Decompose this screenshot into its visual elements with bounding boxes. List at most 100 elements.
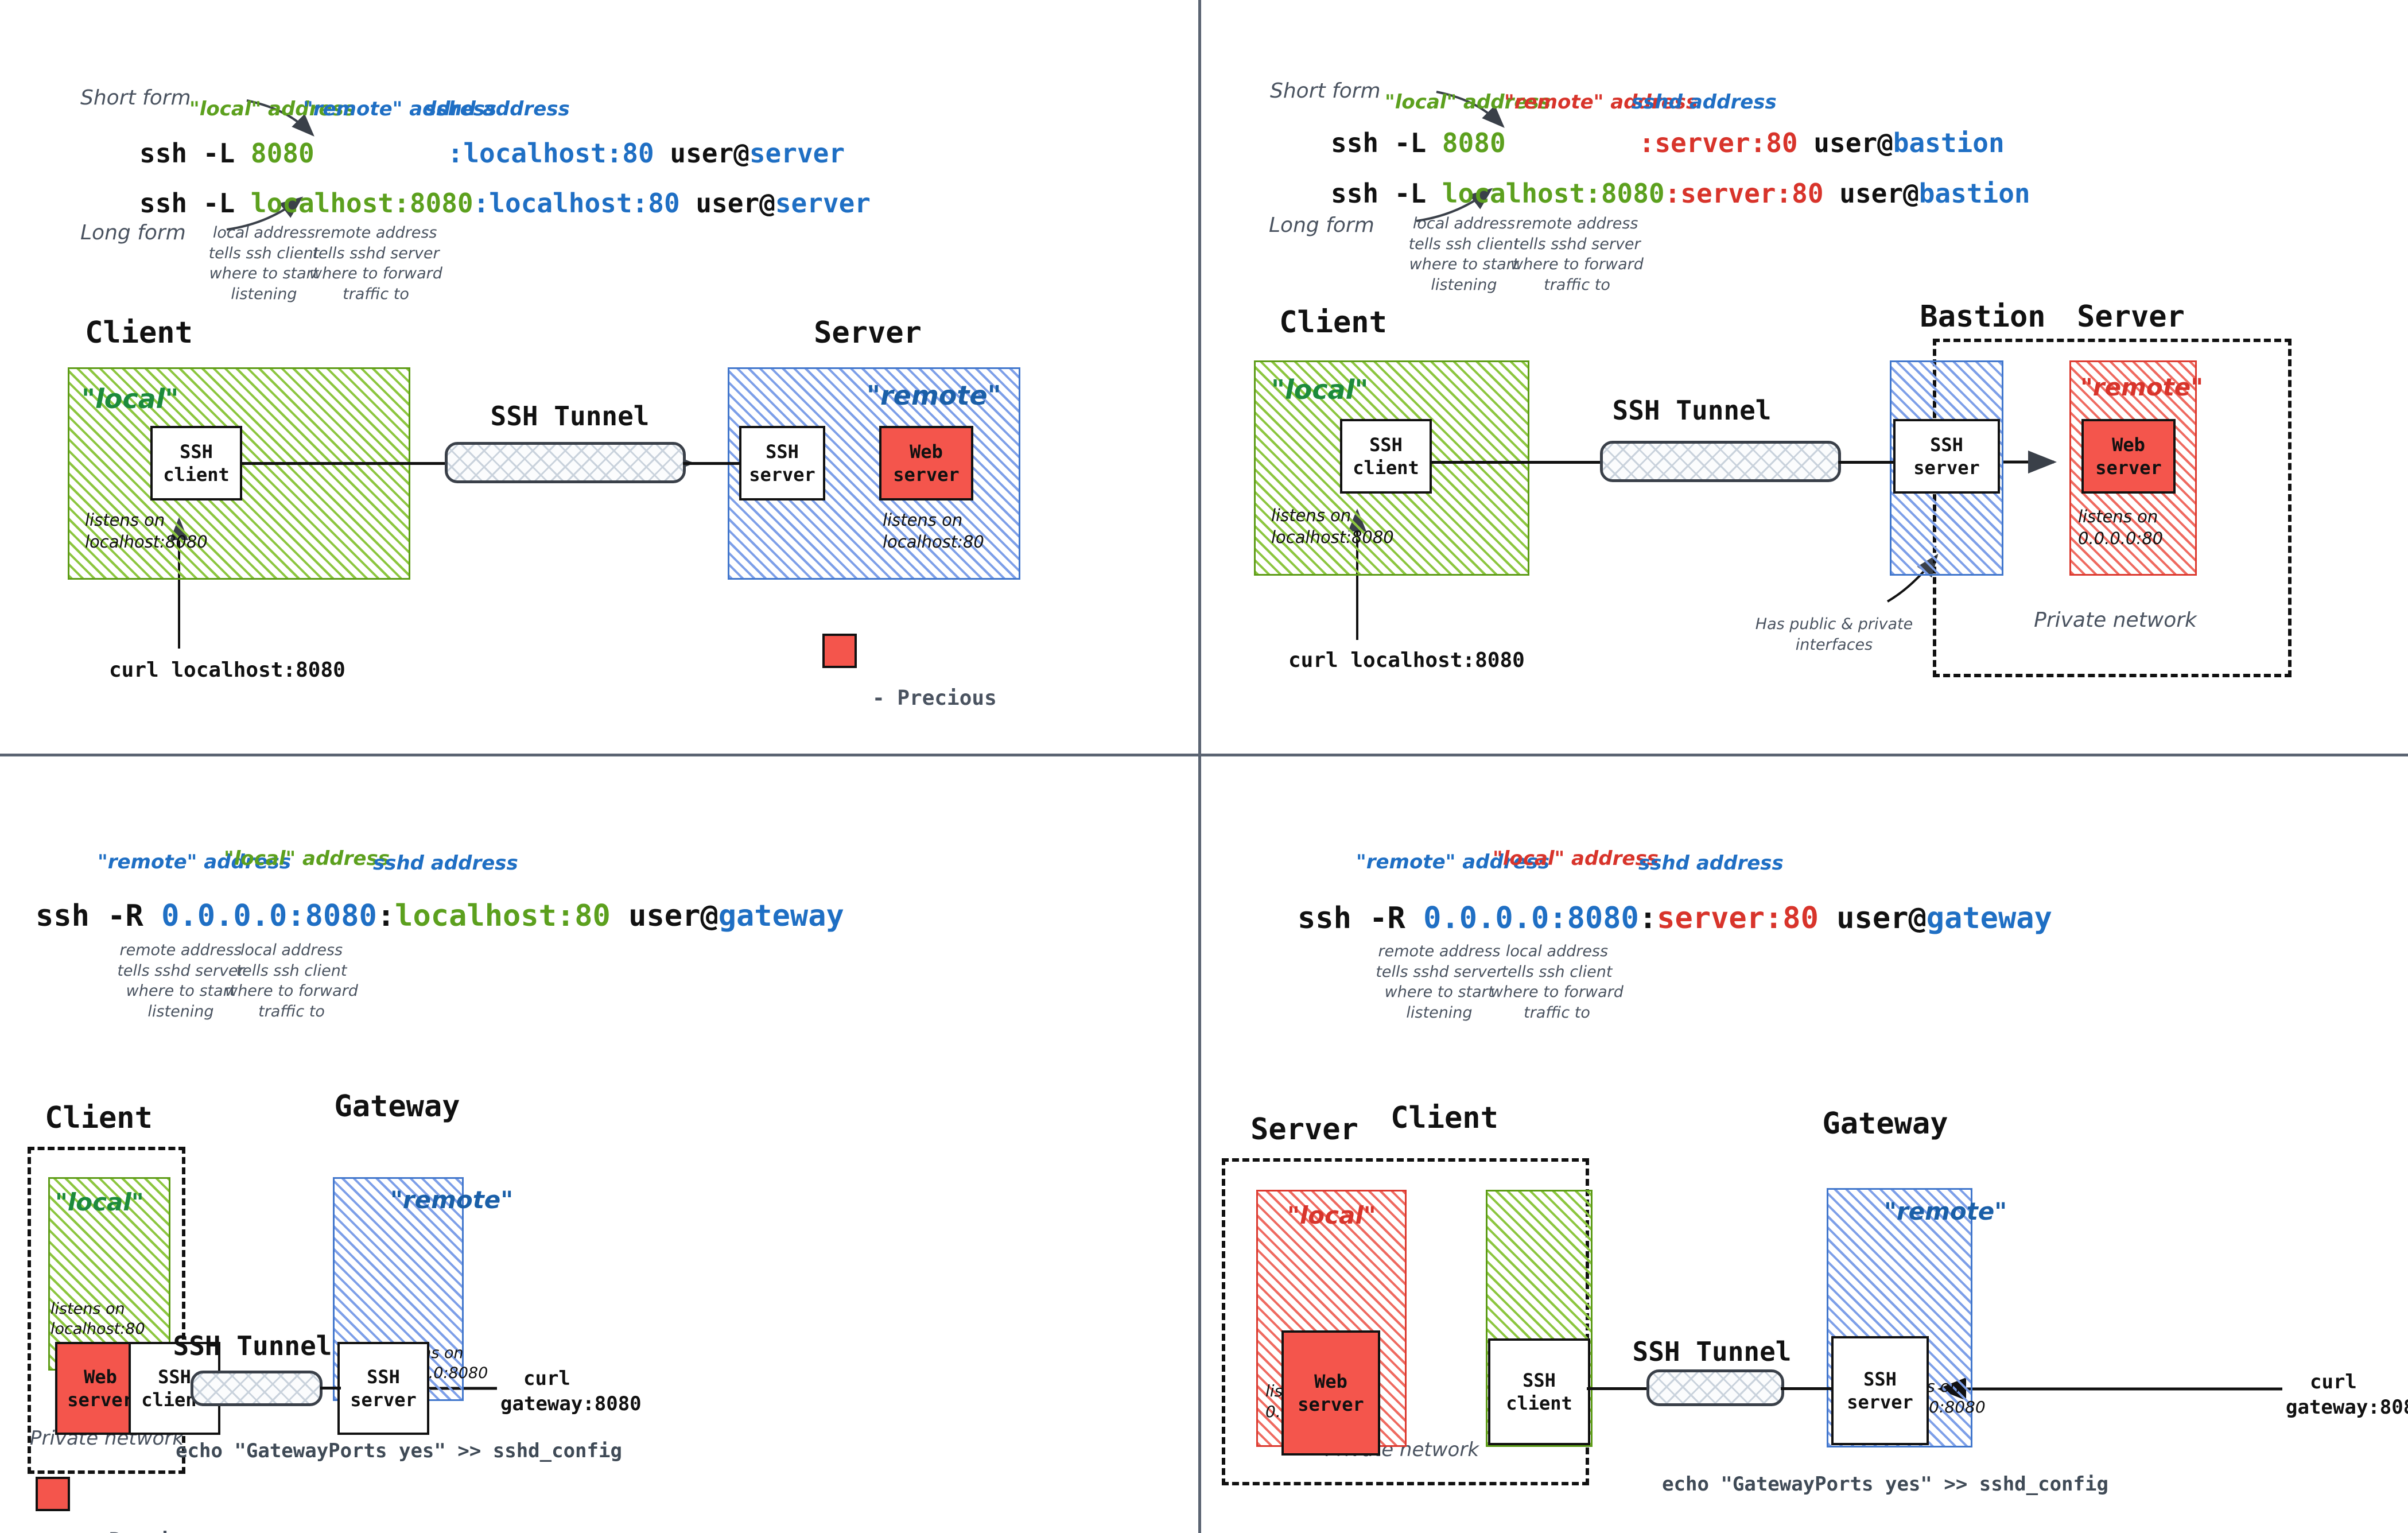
legend-line: - Precious — [872, 686, 997, 710]
curl-line: gateway:8080 — [500, 1392, 642, 1416]
listen-line: listens on — [1271, 506, 1351, 525]
node-ssh-client: SSH client — [129, 1342, 220, 1435]
ssh-command: ssh -R 0.0.0.0:8080:localhost:80 user@ga… — [36, 899, 844, 933]
ssh-tunnel — [1646, 1369, 1784, 1406]
wire-left — [1431, 461, 1603, 464]
note-line: where to forward — [1490, 983, 1624, 1002]
note-remote-address: remote address tells sshd server where t… — [304, 223, 448, 305]
node-label-line: Web — [1314, 1371, 1347, 1392]
node-label-line: server — [67, 1389, 134, 1411]
note-line: listening — [147, 1002, 214, 1020]
note-line: listening — [1431, 275, 1497, 294]
note-line: remote address — [314, 224, 437, 242]
node-label-line: client — [163, 464, 230, 486]
legend-local-address: "local" address — [224, 847, 390, 870]
node-label-line: server — [1298, 1394, 1364, 1415]
cmd-user: user@ — [610, 899, 718, 933]
note-line: interfaces — [1795, 635, 1873, 654]
legend-local-address: "local" address — [189, 98, 355, 121]
node-label-line: SSH — [1863, 1368, 1897, 1390]
note-line: local address — [1505, 942, 1609, 960]
note-local-address: local address tells ssh client where to … — [195, 223, 333, 305]
host-title-server: Server — [2077, 300, 2185, 334]
note-line: traffic to — [343, 285, 409, 303]
private-network-boundary — [28, 1147, 185, 1474]
node-label-line: SSH — [1369, 434, 1403, 456]
note-line: local address — [240, 941, 343, 959]
node-label-line: client — [1353, 457, 1419, 479]
cmd-remote-address: :localhost:80 — [473, 188, 680, 219]
node-ssh-server: SSH server — [1831, 1336, 1929, 1445]
legend-text-precious: - Precious resource — [84, 1474, 208, 1533]
tunnel-label: SSH Tunnel — [1612, 395, 1772, 426]
gatewayports-command: echo "GatewayPorts yes" >> sshd_config — [176, 1439, 622, 1462]
curl-line: gateway:8080 — [2286, 1396, 2408, 1419]
cmd-local-address: localhost:8080 — [250, 188, 473, 219]
host-title-server: Server — [814, 316, 922, 350]
note-line: where to forward — [309, 265, 442, 283]
wire-right — [320, 1387, 341, 1390]
tunnel-label: SSH Tunnel — [490, 401, 650, 432]
listen-client: listens on localhost:80 — [51, 1299, 145, 1339]
host-title-client: Client — [85, 316, 193, 350]
curl-line: curl localhost:8080 — [1288, 649, 1525, 672]
legend-sshd-address: sshd address — [425, 98, 570, 121]
vertical-divider — [1198, 0, 1201, 1533]
note-line: remote address — [1516, 215, 1638, 232]
legend-remote-address: "remote" address — [1504, 91, 1698, 114]
legend-swatch-precious — [36, 1477, 70, 1511]
ssh-command-short-form: ssh -L 8080:server:80 user@bastion — [1331, 127, 2005, 158]
note-line: tells sshd server — [312, 244, 440, 262]
cmd-prefix: ssh -L — [139, 188, 251, 219]
cmd-prefix: ssh -L — [1331, 178, 1442, 209]
ssh-tunnel — [1600, 441, 1841, 482]
cmd-local-address: server:80 — [1657, 901, 1819, 936]
node-label-line: SSH — [158, 1366, 191, 1388]
cmd-host: server — [775, 188, 871, 219]
cmd-remote-address: :server:80 — [1664, 178, 1824, 209]
curl-command: curl gateway:8080 — [2286, 1369, 2408, 1420]
listen-line: listens on — [2078, 507, 2158, 526]
listen-client: listens on localhost:8080 — [1271, 505, 1394, 548]
node-web-server: Web server — [2081, 419, 2176, 494]
node-label-line: Web — [2112, 434, 2145, 456]
cmd-prefix: ssh -L — [1331, 127, 1442, 158]
node-label-line: SSH — [766, 441, 799, 463]
node-label-line: SSH — [1930, 434, 1963, 456]
curl-command: curl gateway:8080 — [500, 1366, 642, 1416]
wire-right — [1838, 461, 1896, 464]
node-ssh-server-bastion: SSH server — [1893, 419, 2000, 494]
note-line: where to start — [126, 982, 236, 1000]
note-line: local address — [1412, 215, 1516, 232]
note-remote-address: remote address tells sshd server where t… — [1368, 941, 1511, 1023]
note-local-address: local address tells ssh client where to … — [1488, 941, 1626, 1023]
listen-line: listens on — [883, 510, 963, 530]
zone-tag-remote: "remote" — [867, 380, 1001, 411]
node-ssh-client: SSH client — [150, 426, 242, 500]
cmd-separator: : — [376, 899, 395, 933]
ssh-command-long-form: ssh -L localhost:8080:localhost:80 user@… — [139, 188, 871, 219]
note-line: tells sshd server — [1513, 235, 1641, 253]
note-bastion-interfaces: Has public & private interfaces — [1739, 614, 1929, 655]
cmd-remote-address: :localhost:80 — [447, 138, 654, 169]
host-title-gateway: Gateway — [1822, 1107, 1948, 1141]
ssh-command-long-form: ssh -L localhost:8080:server:80 user@bas… — [1331, 178, 2030, 209]
zone-tag-local: "local" — [55, 1188, 144, 1216]
zone-tag-local: "local" — [1287, 1201, 1376, 1229]
note-line: listening — [231, 285, 297, 303]
listen-line: listens on — [51, 1300, 125, 1318]
cmd-host: gateway — [1926, 901, 2052, 936]
gatewayports-command: echo "GatewayPorts yes" >> sshd_config — [1662, 1473, 2108, 1496]
zone-tag-local: "local" — [1271, 374, 1369, 405]
note-remote-address: remote address tells sshd server where t… — [1505, 214, 1649, 296]
host-title-client: Client — [1391, 1101, 1498, 1135]
cmd-host: bastion — [1893, 127, 2005, 158]
listen-client: listens on localhost:8080 — [85, 510, 208, 553]
note-remote-address: remote address tells sshd server where t… — [109, 940, 253, 1022]
panel-local-forward-simple: Short form Long form "local" address "re… — [0, 0, 1198, 754]
cmd-local-address: 8080 — [250, 138, 314, 169]
wire-right — [683, 462, 740, 465]
cmd-remote-address: 0.0.0.0:8080 — [1423, 901, 1639, 936]
note-local-address: local address tells ssh client where to … — [223, 940, 360, 1022]
